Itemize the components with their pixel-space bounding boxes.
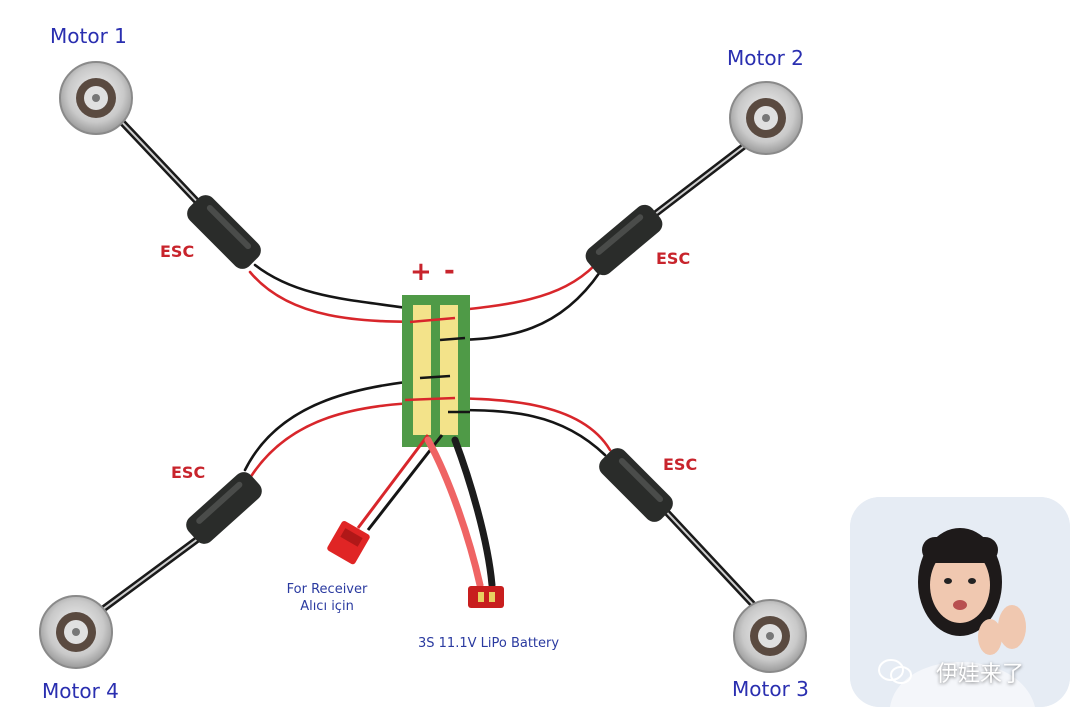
esc-label-3: ESC xyxy=(663,455,698,474)
esc-label-2: ESC xyxy=(656,249,691,268)
receiver-caption-line1: For Receiver xyxy=(286,582,368,597)
motor-4 xyxy=(39,595,113,669)
jst-connector-icon xyxy=(327,520,370,565)
receiver-lead xyxy=(327,434,444,565)
motor-1 xyxy=(59,61,133,135)
motor-4-label: Motor 4 xyxy=(42,679,119,703)
motor-2 xyxy=(729,81,803,155)
battery-caption: 3S 11.1V LiPo Battery xyxy=(418,636,560,651)
motor-1-label: Motor 1 xyxy=(50,24,127,48)
motor-wires xyxy=(91,116,764,619)
esc-label-4: ESC xyxy=(171,463,206,482)
presenter-illustration xyxy=(850,497,1070,707)
motor-3-label: Motor 3 xyxy=(732,677,809,701)
presenter-video xyxy=(850,497,1070,707)
plus-label: + xyxy=(410,257,432,287)
deans-connector-icon xyxy=(468,586,504,608)
battery-lead xyxy=(424,436,504,608)
motor-2-label: Motor 2 xyxy=(727,46,804,70)
wechat-icon xyxy=(878,659,912,684)
receiver-caption: For Receiver Alıcı için xyxy=(284,582,370,614)
esc-label-1: ESC xyxy=(160,242,195,261)
watermark-text: 伊娃来了 xyxy=(936,662,1025,687)
motor-3 xyxy=(733,599,807,673)
esc-modules xyxy=(186,195,673,544)
board-wire-ends xyxy=(404,316,470,414)
receiver-caption-line2: Alıcı için xyxy=(300,599,354,614)
minus-label: - xyxy=(444,256,455,286)
power-distribution-board xyxy=(402,295,470,447)
